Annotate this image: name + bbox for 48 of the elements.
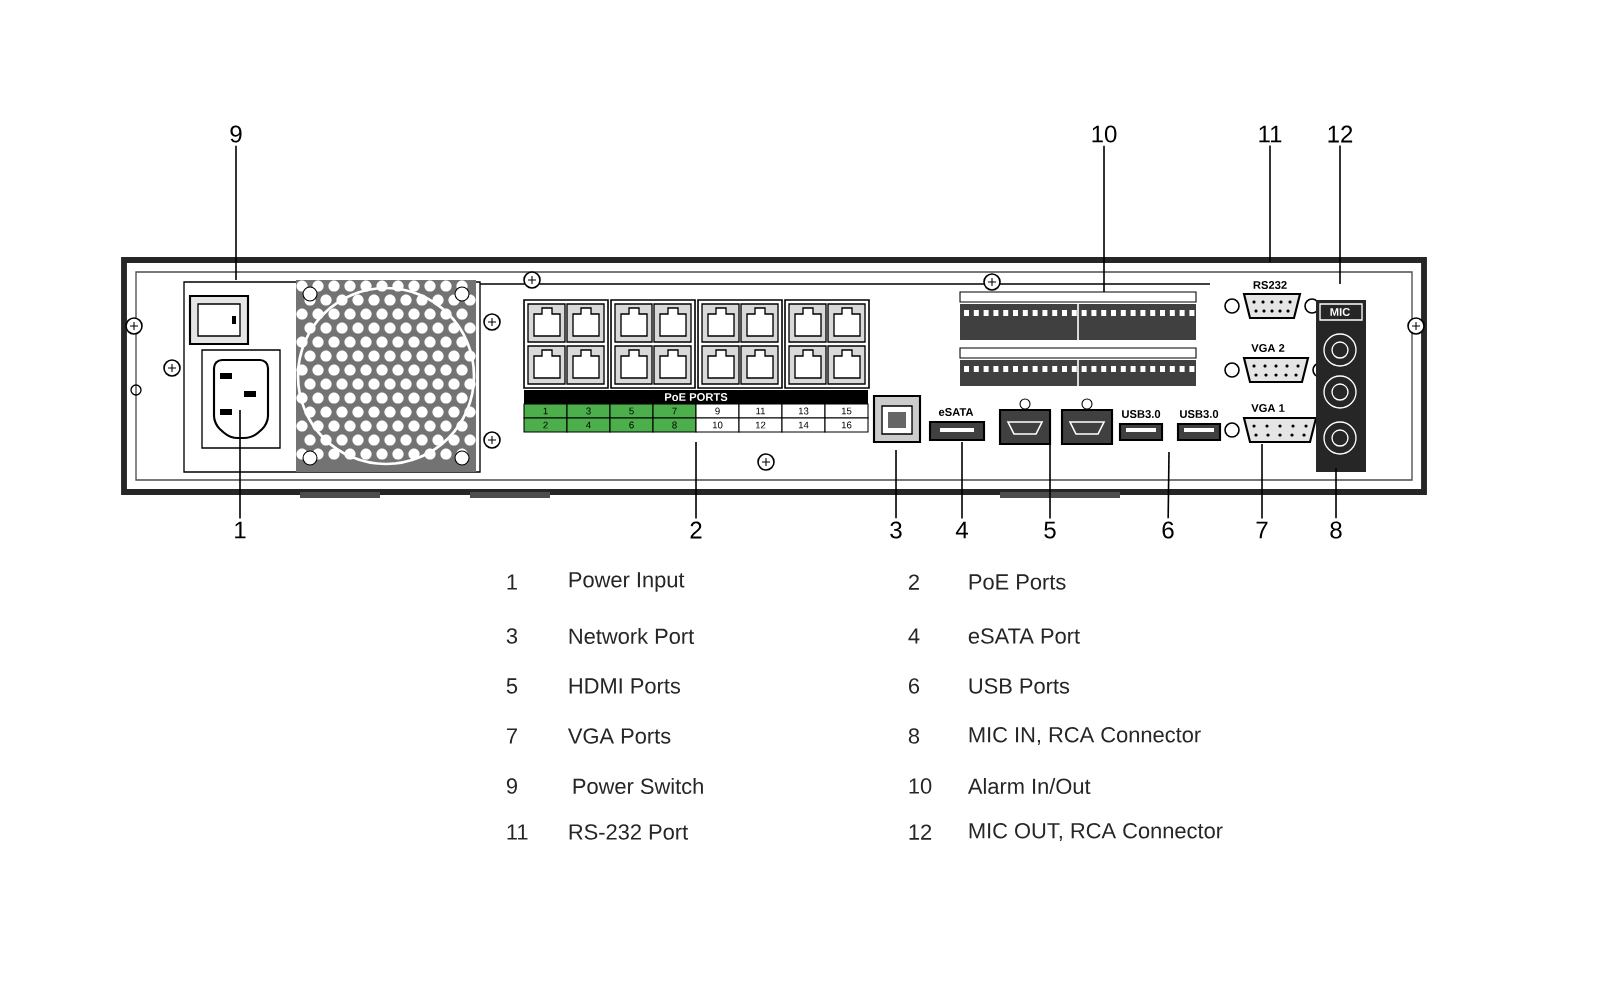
part-name: HDMI Ports bbox=[569, 678, 681, 694]
key-number: 7 bbox=[507, 728, 517, 744]
callout-number: 3 bbox=[890, 521, 902, 539]
key-number: 2 bbox=[908, 574, 919, 590]
key-number: 8 bbox=[908, 728, 920, 744]
part-name: eSATA Port bbox=[968, 628, 1080, 644]
callout-number: 12 bbox=[1328, 125, 1353, 143]
leader-line bbox=[961, 441, 963, 520]
part-name: USB Ports bbox=[969, 678, 1070, 694]
leader-line bbox=[1167, 451, 1170, 520]
key-number: 3 bbox=[506, 628, 518, 644]
callout-number: 2 bbox=[690, 521, 702, 539]
part-name: Power Input bbox=[569, 572, 685, 592]
key-number: 11 bbox=[507, 824, 528, 840]
callout-number: 7 bbox=[1256, 521, 1268, 539]
leader-line bbox=[235, 144, 237, 281]
callout-number: 9 bbox=[230, 125, 242, 143]
callout-number: 1 bbox=[235, 521, 246, 539]
callout-number: 11 bbox=[1259, 125, 1282, 143]
key-number: 5 bbox=[506, 678, 518, 694]
key-number: 9 bbox=[506, 778, 517, 794]
leader-line bbox=[1269, 144, 1271, 263]
key-number: 4 bbox=[908, 628, 920, 644]
leader-line bbox=[1339, 144, 1341, 285]
leader-line bbox=[1261, 443, 1263, 520]
callout-number: 10 bbox=[1092, 125, 1117, 143]
key-number: 6 bbox=[909, 678, 920, 694]
key-number: 10 bbox=[909, 778, 932, 794]
part-name: Alarm In/Out bbox=[967, 778, 1091, 795]
leader-line bbox=[1103, 144, 1105, 293]
leader-line bbox=[1049, 437, 1051, 520]
leader-line bbox=[695, 441, 697, 520]
part-name: RS-232 Port bbox=[569, 824, 688, 840]
key-number: 1 bbox=[507, 574, 517, 590]
part-name: MIC IN, RCA Connector bbox=[969, 727, 1201, 746]
callout-number: 8 bbox=[1330, 521, 1342, 539]
part-name: PoE Ports bbox=[969, 574, 1066, 590]
callout-number: 5 bbox=[1044, 521, 1056, 539]
callout-number: 6 bbox=[1162, 521, 1174, 539]
leader-line bbox=[895, 449, 897, 520]
leader-line bbox=[1335, 467, 1337, 520]
callout-number: 4 bbox=[955, 521, 968, 539]
key-number: 12 bbox=[909, 824, 932, 840]
part-name: MIC OUT, RCA Connector bbox=[969, 823, 1223, 842]
part-name: Network Port bbox=[569, 628, 695, 645]
part-name: VGA Ports bbox=[567, 728, 671, 744]
leader-line bbox=[239, 409, 241, 520]
part-name: Power Switch bbox=[573, 778, 703, 795]
